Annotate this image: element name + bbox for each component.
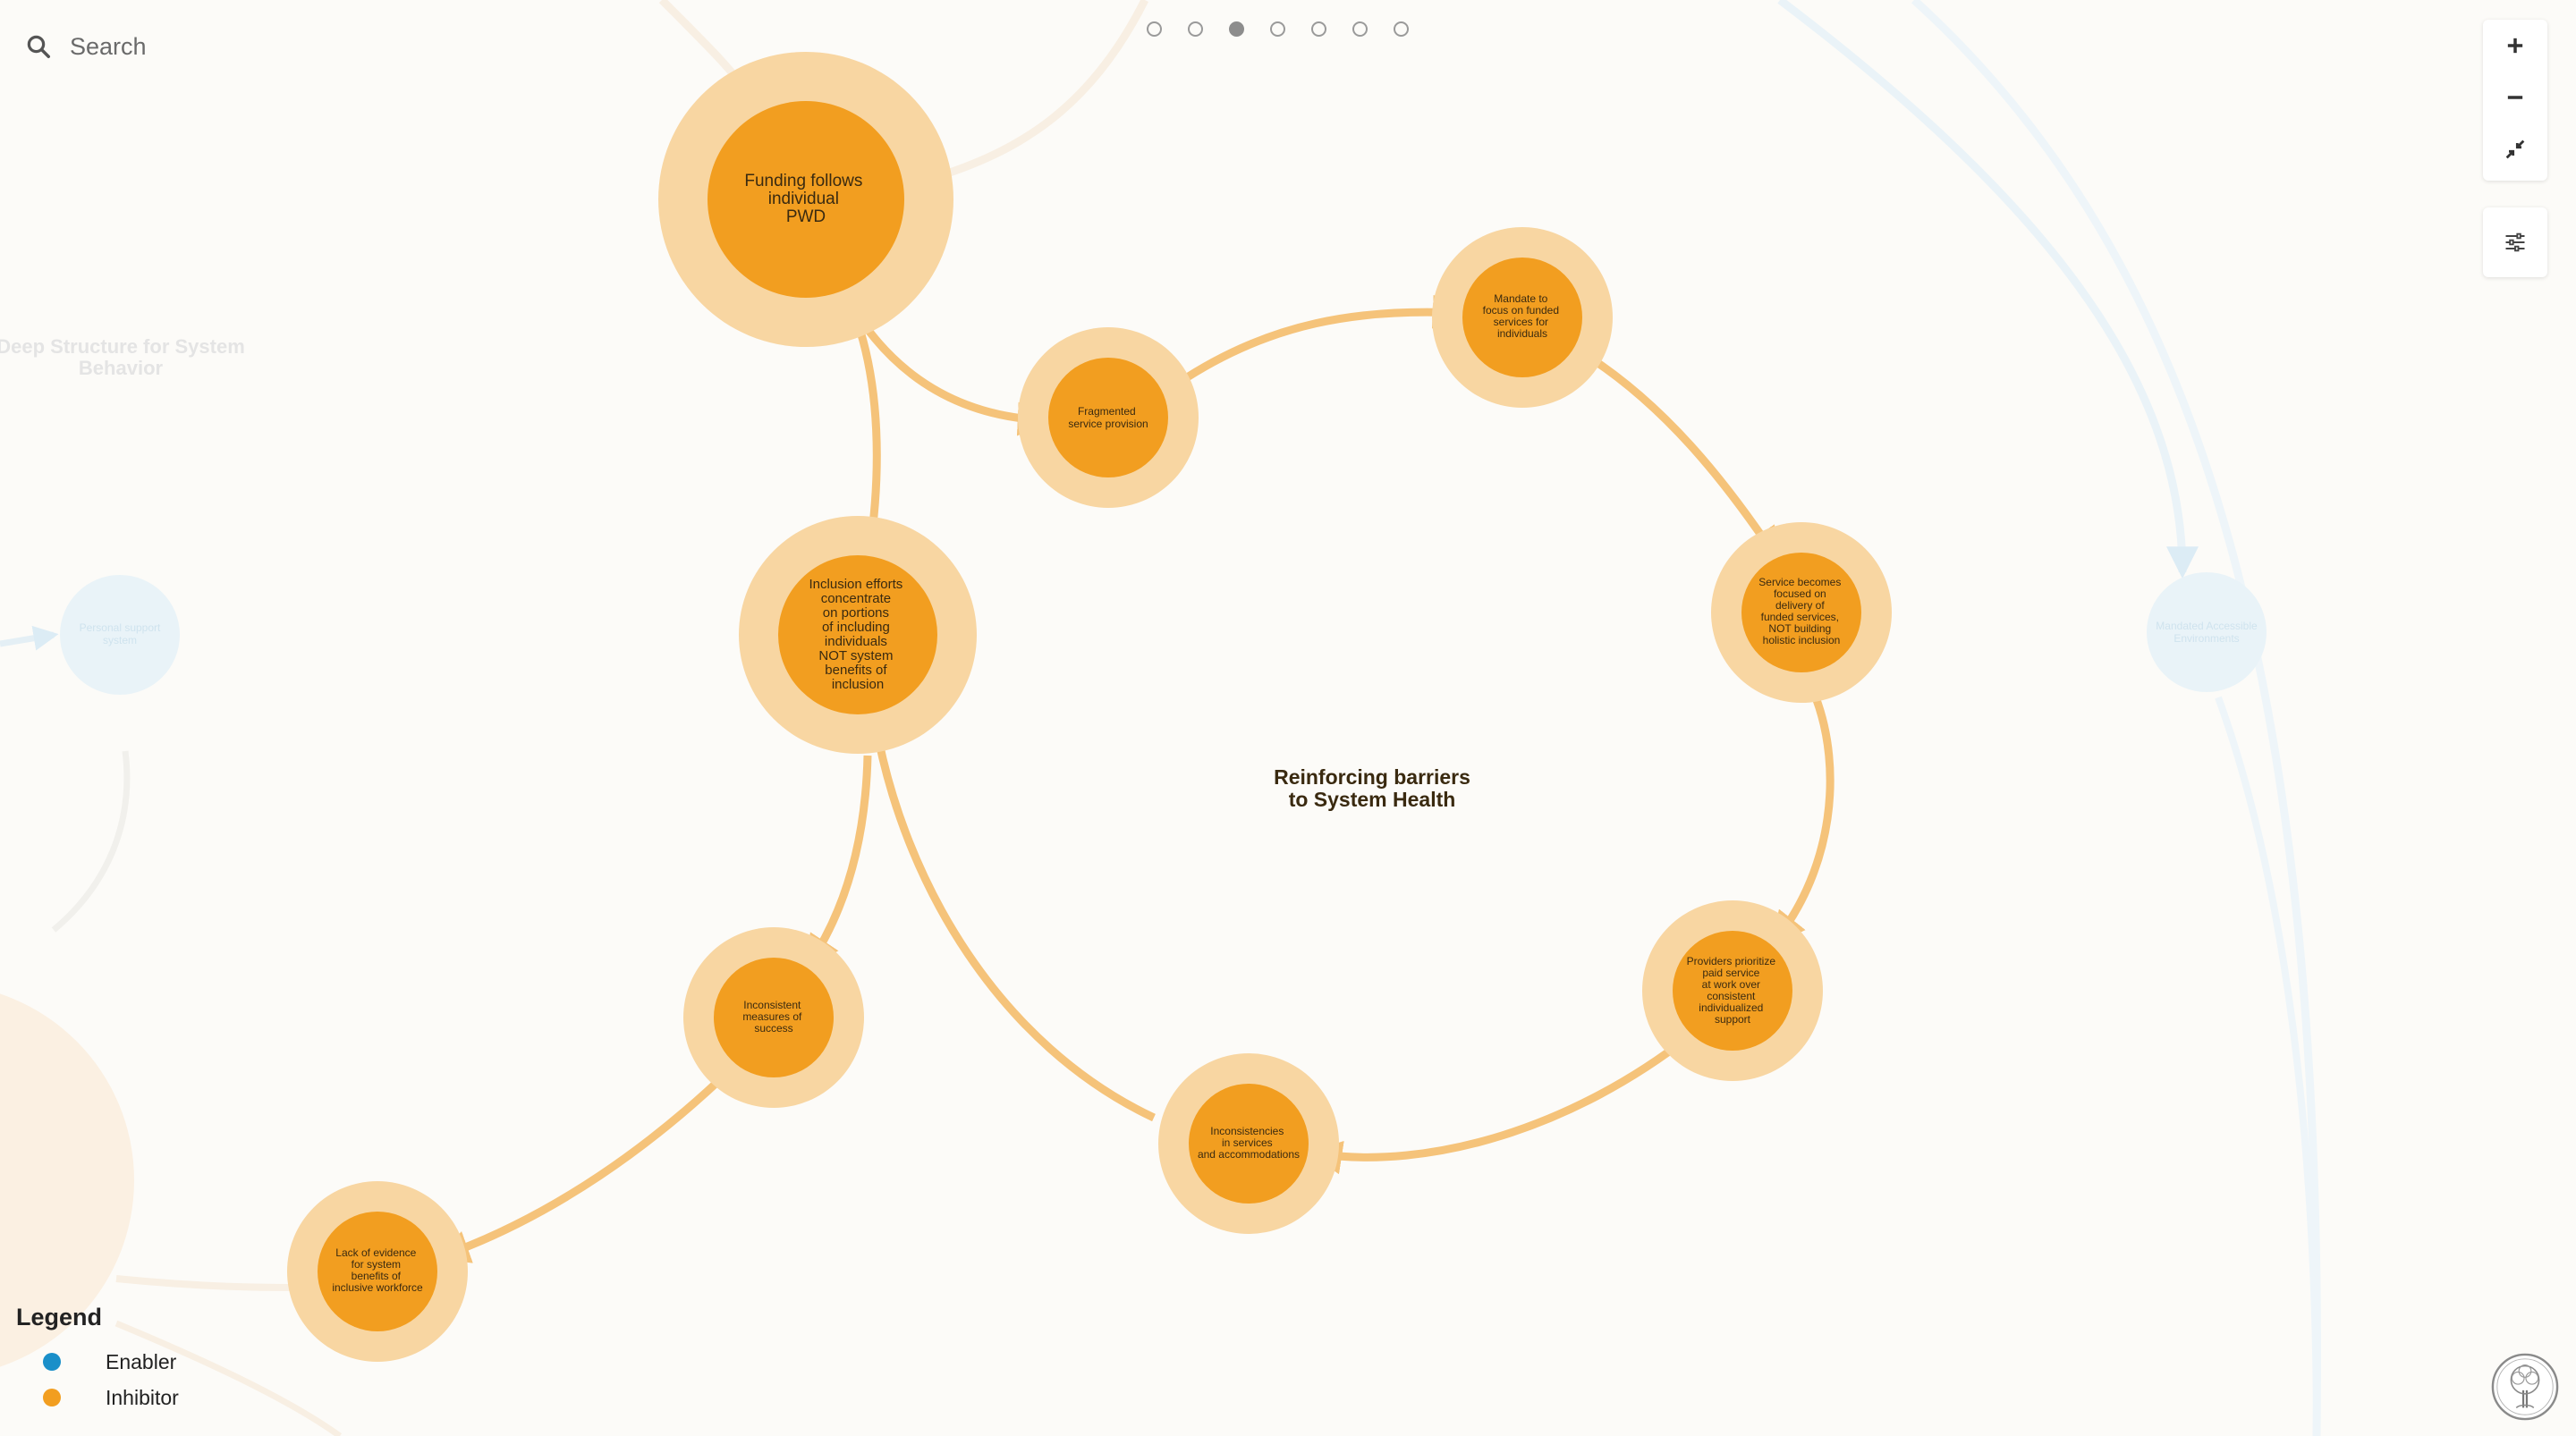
- legend: Legend Enabler Inhibitor: [16, 1304, 179, 1415]
- node-label-service-focused: Service becomes focused on delivery of f…: [1758, 576, 1843, 646]
- search-bar[interactable]: [25, 25, 347, 68]
- faint-section-title-line1: Deep Structure for System: [0, 335, 245, 358]
- faint-node-left-line1: Personal support: [80, 621, 161, 634]
- fit-view-button[interactable]: [2483, 123, 2547, 175]
- node-label-inconsistencies: Inconsistencies in services and accommod…: [1198, 1125, 1300, 1161]
- loop-title-line2: to System Health: [1289, 788, 1456, 811]
- collapse-arrows-icon: [2505, 139, 2525, 159]
- faint-node-right-line1: Mandated Accessible: [2156, 620, 2258, 632]
- legend-item-inhibitor: Inhibitor: [16, 1380, 179, 1415]
- node-service-becomes-focused[interactable]: Service becomes focused on delivery of f…: [1711, 522, 1892, 703]
- edge-mandate-service: [1576, 347, 1780, 562]
- node-funding-follows-individual[interactable]: Funding follows individual PWD: [658, 52, 953, 347]
- tree-logo-icon[interactable]: [2490, 1352, 2560, 1422]
- zoom-controls: [2483, 20, 2547, 181]
- node-label-mandate: Mandate to focus on funded services for …: [1483, 292, 1563, 340]
- edge-measures-lack: [435, 1065, 735, 1263]
- loop-title-line1: Reinforcing barriers: [1274, 765, 1470, 789]
- zoom-in-button[interactable]: [2483, 20, 2547, 72]
- faint-node-right-line2: Environments: [2174, 632, 2239, 645]
- edge-providers-inconsistencies: [1308, 1032, 1693, 1175]
- pager-dot-4[interactable]: [1270, 21, 1285, 37]
- legend-label-inhibitor: Inhibitor: [106, 1385, 179, 1409]
- legend-label-enabler: Enabler: [106, 1349, 177, 1373]
- node-fragmented-service-provision[interactable]: Fragmented service provision: [1018, 327, 1199, 508]
- search-input[interactable]: [68, 31, 340, 62]
- node-lack-of-evidence[interactable]: Lack of evidence for system benefits of …: [287, 1181, 468, 1362]
- faint-section-title-line2: Behavior: [79, 357, 164, 379]
- pager-dot-5[interactable]: [1311, 21, 1326, 37]
- edges: [435, 292, 1835, 1263]
- filter-settings-button[interactable]: [2483, 207, 2547, 277]
- node-providers-prioritize[interactable]: Providers prioritize paid service at wor…: [1642, 900, 1823, 1081]
- pager-dot-3[interactable]: [1229, 21, 1244, 37]
- pager-dot-6[interactable]: [1352, 21, 1368, 37]
- filter-controls: [2483, 207, 2547, 277]
- node-label-funding: Funding follows individual PWD: [744, 172, 867, 226]
- minus-icon: [2507, 96, 2523, 99]
- node-label-providers: Providers prioritize paid service at wor…: [1687, 955, 1779, 1026]
- pager-dot-7[interactable]: [1394, 21, 1409, 37]
- zoom-out-button[interactable]: [2483, 72, 2547, 123]
- edge-inclusion-measures: [805, 755, 872, 970]
- faint-node-left-line2: system: [103, 634, 137, 646]
- node-label-lack-evidence: Lack of evidence for system benefits of …: [332, 1246, 423, 1294]
- node-inconsistencies-in-services[interactable]: Inconsistencies in services and accommod…: [1158, 1053, 1339, 1234]
- edge-fragmented-mandate: [1176, 294, 1467, 386]
- enabler-swatch: [43, 1353, 61, 1371]
- node-label-inclusion-efforts: Inclusion efforts concentrate on portion…: [809, 577, 907, 692]
- view-pager: [1147, 21, 1409, 37]
- node-label-fragmented: Fragmented service provision: [1068, 405, 1148, 430]
- node-label-inconsistent-measures: Inconsistent measures of success: [742, 999, 804, 1035]
- node-inconsistent-measures-of-success[interactable]: Inconsistent measures of success: [683, 927, 864, 1108]
- pager-dot-1[interactable]: [1147, 21, 1162, 37]
- inhibitor-swatch: [43, 1389, 61, 1406]
- edge-service-providers: [1771, 696, 1835, 946]
- legend-title: Legend: [16, 1304, 103, 1330]
- node-mandate-to-focus[interactable]: Mandate to focus on funded services for …: [1432, 227, 1613, 408]
- sliders-icon: [2505, 232, 2525, 252]
- plus-icon: [2507, 38, 2523, 54]
- background-context: Deep Structure for System Behavior Perso…: [0, 0, 2321, 1436]
- node-inclusion-efforts-concentrate[interactable]: Inclusion efforts concentrate on portion…: [739, 516, 977, 754]
- edge-inconsistencies-inclusion: [862, 713, 1156, 1122]
- search-icon[interactable]: [25, 33, 52, 60]
- pager-dot-2[interactable]: [1188, 21, 1203, 37]
- legend-item-enabler: Enabler: [16, 1344, 179, 1380]
- loop-title: Reinforcing barriers to System Health: [1274, 765, 1470, 811]
